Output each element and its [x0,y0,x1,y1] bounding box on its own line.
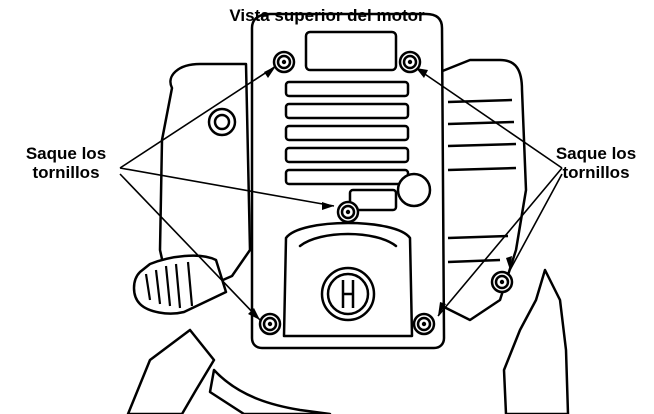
left-callout-line-1: Saque los [25,144,107,163]
screw-icon [336,200,360,224]
right-callout-line-1: Saque los [555,144,637,163]
screw-icon [412,312,436,336]
screw-icon [258,312,282,336]
screw-icon [490,270,514,294]
screw-icon [272,50,296,74]
left-callout-label: Saque los tornillos [6,144,126,182]
cooling-fins [447,98,517,264]
fuel-cap [396,172,432,208]
callout-arrows [119,65,563,321]
fuel-tube [208,368,332,414]
screw-icon [398,50,422,74]
left-callout-line-2: tornillos [32,163,100,182]
right-callout-label: Saque los tornillos [540,144,652,182]
right-callout-line-2: tornillos [562,163,630,182]
diagram-title: Vista superior del motor [229,6,425,25]
engine-right-lower-body [502,268,570,414]
crankshaft [320,266,376,322]
engine-left-lower-body [126,328,216,414]
grill-slots [284,80,410,212]
top-cutout [304,30,398,72]
